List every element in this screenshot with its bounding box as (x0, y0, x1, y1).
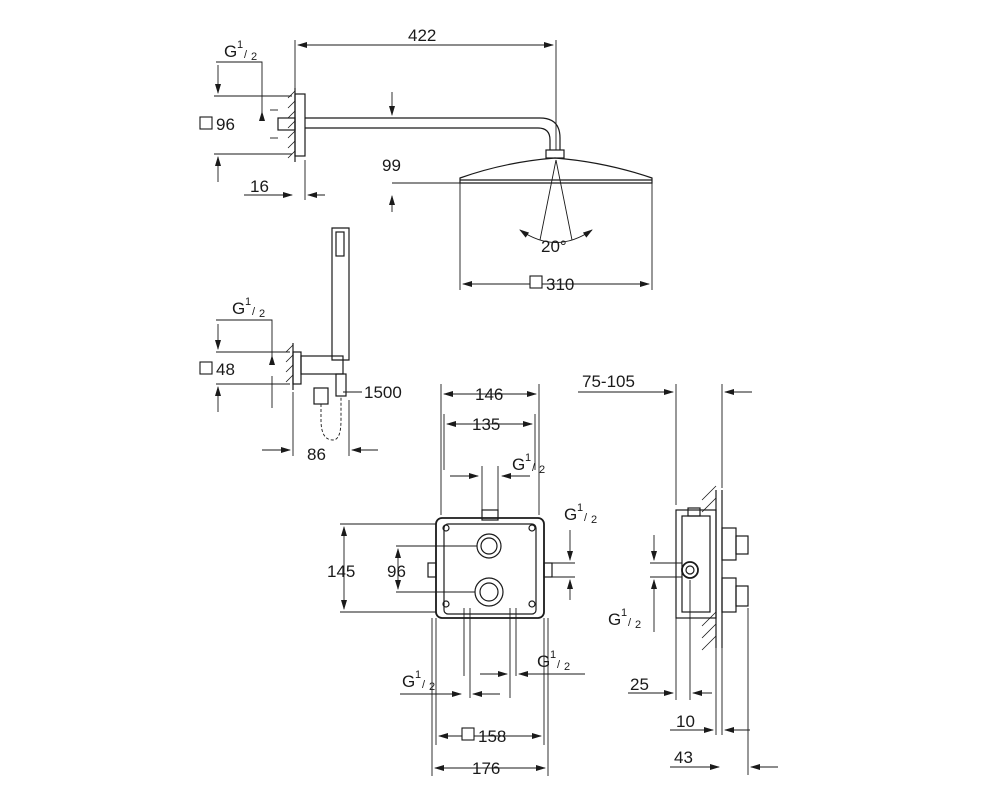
dim-176: 176 (472, 759, 500, 778)
thread-label-hose: G (232, 299, 245, 318)
dim-75-105: 75-105 (582, 372, 635, 391)
svg-text:1: 1 (577, 502, 583, 514)
svg-text:/: / (532, 462, 536, 474)
svg-text:1: 1 (525, 452, 531, 464)
thread-label-side: G (608, 610, 621, 629)
svg-text:/: / (628, 617, 632, 629)
dim-145: 145 (327, 562, 355, 581)
svg-text:/: / (422, 679, 426, 691)
mixer-box-view: 146 135 G 1 / 2 G 1 / 2 145 96 (327, 384, 597, 778)
svg-text:2: 2 (635, 619, 641, 631)
dim-146: 146 (475, 385, 503, 404)
svg-text:1: 1 (621, 607, 627, 619)
dim-135: 135 (472, 415, 500, 434)
svg-text:2: 2 (539, 464, 545, 476)
dim-158: 158 (478, 727, 506, 746)
hand-shower-view: G 1 / 2 48 1500 86 (199, 227, 402, 464)
dim-25: 25 (630, 675, 649, 694)
head-shower-view: 422 G 1 / 2 96 16 99 20° 310 (199, 26, 653, 294)
svg-text:1: 1 (245, 296, 251, 308)
dim-48: 48 (216, 360, 235, 379)
svg-text:/: / (557, 659, 561, 671)
spray-angle-label: 20° (541, 237, 567, 256)
dim-310: 310 (546, 275, 574, 294)
svg-text:1: 1 (415, 669, 421, 681)
dim-99: 99 (382, 156, 401, 175)
dim-10: 10 (676, 712, 695, 731)
svg-text:1: 1 (237, 39, 243, 51)
dim-16: 16 (250, 177, 269, 196)
dim-1500: 1500 (364, 383, 402, 402)
svg-text:/: / (244, 49, 248, 61)
svg-text:2: 2 (564, 661, 570, 673)
svg-text:/: / (584, 512, 588, 524)
thread-label-right: G (564, 505, 577, 524)
svg-text:2: 2 (251, 51, 257, 63)
svg-text:/: / (252, 306, 256, 318)
svg-text:2: 2 (259, 308, 265, 320)
svg-text:2: 2 (591, 514, 597, 526)
side-section-view: 75-105 G 1 / 2 25 10 43 (578, 372, 778, 775)
thread-label-bottom-left: G (402, 672, 415, 691)
dim-86: 86 (307, 445, 326, 464)
thread-label-top: G (512, 455, 525, 474)
dim-96-flange: 96 (216, 115, 235, 134)
thread-label-flange: G (224, 42, 237, 61)
svg-text:1: 1 (550, 649, 556, 661)
dim-422: 422 (408, 26, 436, 45)
dim-96-spindle: 96 (387, 562, 406, 581)
dim-43: 43 (674, 748, 693, 767)
